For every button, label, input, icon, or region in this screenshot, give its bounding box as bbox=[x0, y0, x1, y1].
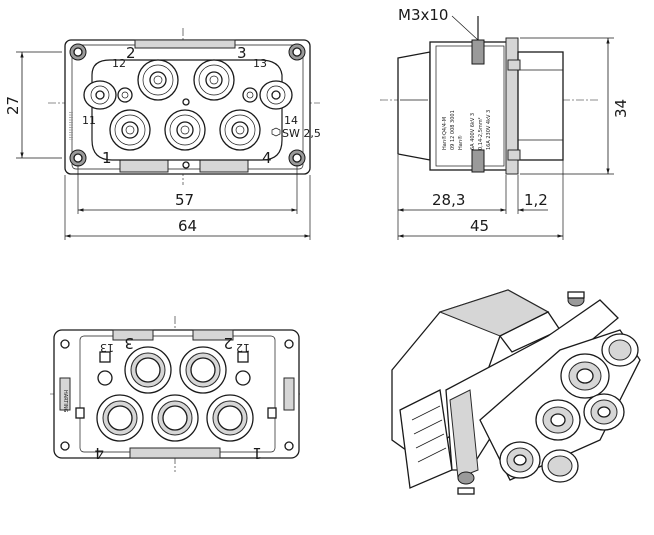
front-view: 2 3 12 13 11 14 1 4 SW 2,5 bbox=[48, 28, 321, 185]
dim-28-3: 28,3 bbox=[432, 191, 465, 209]
screw-top-left bbox=[69, 43, 87, 61]
rear-contact-3 bbox=[124, 346, 172, 394]
pin-label-13: 13 bbox=[253, 57, 267, 70]
pin-label-14: 14 bbox=[284, 114, 298, 127]
rear-pin-label-2: 2 bbox=[223, 334, 233, 352]
screw-top-right bbox=[288, 43, 306, 61]
housing-text-6: 16A 230V 4kV 3 bbox=[486, 110, 492, 150]
iso-cylinder-5 bbox=[499, 441, 541, 479]
rear-pin-label-3: 3 bbox=[124, 334, 134, 352]
contact-center bbox=[164, 109, 206, 151]
rear-contact-br bbox=[206, 394, 254, 442]
iso-screw-top bbox=[567, 291, 585, 307]
pin-label-3: 3 bbox=[237, 44, 247, 62]
iso-screw-bottom bbox=[457, 471, 475, 495]
iso-cylinder-1 bbox=[560, 353, 610, 399]
side-dimensions: 34 28,3 1,2 45 bbox=[397, 37, 630, 240]
rear-view: 3 2 13 12 4 1 HARTING bbox=[50, 316, 300, 472]
screw-callout: M3x10 bbox=[398, 6, 448, 24]
screw-bottom-right bbox=[288, 149, 306, 167]
contact-14 bbox=[259, 80, 293, 110]
dim-34: 34 bbox=[612, 99, 630, 118]
contact-12 bbox=[117, 87, 133, 103]
contact-2 bbox=[137, 59, 179, 101]
wrench-size-label: SW 2,5 bbox=[282, 127, 321, 140]
dim-57: 57 bbox=[175, 191, 194, 209]
rear-contact-2 bbox=[179, 346, 227, 394]
dim-64: 64 bbox=[178, 217, 197, 235]
housing-text-3: Han® bbox=[457, 135, 464, 150]
housing-text-2: 09 12 008 3001 bbox=[450, 110, 456, 150]
isometric-view bbox=[391, 289, 641, 495]
contact-11 bbox=[83, 80, 117, 110]
dim-27: 27 bbox=[4, 96, 22, 115]
iso-cylinder-2 bbox=[601, 333, 639, 367]
rear-contact-c bbox=[151, 394, 199, 442]
side-housing bbox=[429, 41, 511, 171]
housing-text-1: Han®Q4/4-M bbox=[441, 117, 448, 150]
pin-label-12: 12 bbox=[112, 57, 126, 70]
pin-label-4: 4 bbox=[262, 149, 272, 167]
rear-pin-label-1: 1 bbox=[252, 444, 262, 462]
dim-45: 45 bbox=[470, 217, 489, 235]
iso-cylinder-6 bbox=[541, 449, 579, 483]
housing-text-4: 6A 400V 6kV 3 bbox=[470, 113, 476, 150]
housing-text-5: 0,14-2,5mm² bbox=[478, 117, 484, 150]
front-dimensions: 27 57 64 bbox=[4, 51, 311, 240]
contact-4 bbox=[219, 109, 261, 151]
contact-1 bbox=[109, 109, 151, 151]
rear-contact-bl bbox=[96, 394, 144, 442]
dim-1-2: 1,2 bbox=[524, 191, 548, 209]
pin-label-11: 11 bbox=[82, 114, 96, 127]
pin-label-2: 2 bbox=[126, 44, 136, 62]
rear-side-text: HARTING bbox=[62, 390, 68, 413]
rear-pin-label-4: 4 bbox=[94, 444, 104, 462]
rear-pin-label-12: 12 bbox=[236, 341, 250, 354]
screw-bottom-left bbox=[69, 149, 87, 167]
side-view: Han®Q4/4-M 09 12 008 3001 Han® 6A 400V 6… bbox=[380, 6, 600, 175]
contact-13 bbox=[242, 87, 258, 103]
rear-pin-label-13: 13 bbox=[100, 341, 114, 354]
iso-cylinder-4 bbox=[583, 393, 625, 431]
pin-label-1: 1 bbox=[102, 149, 112, 167]
contact-3 bbox=[193, 59, 235, 101]
iso-cylinder-3 bbox=[535, 399, 581, 441]
